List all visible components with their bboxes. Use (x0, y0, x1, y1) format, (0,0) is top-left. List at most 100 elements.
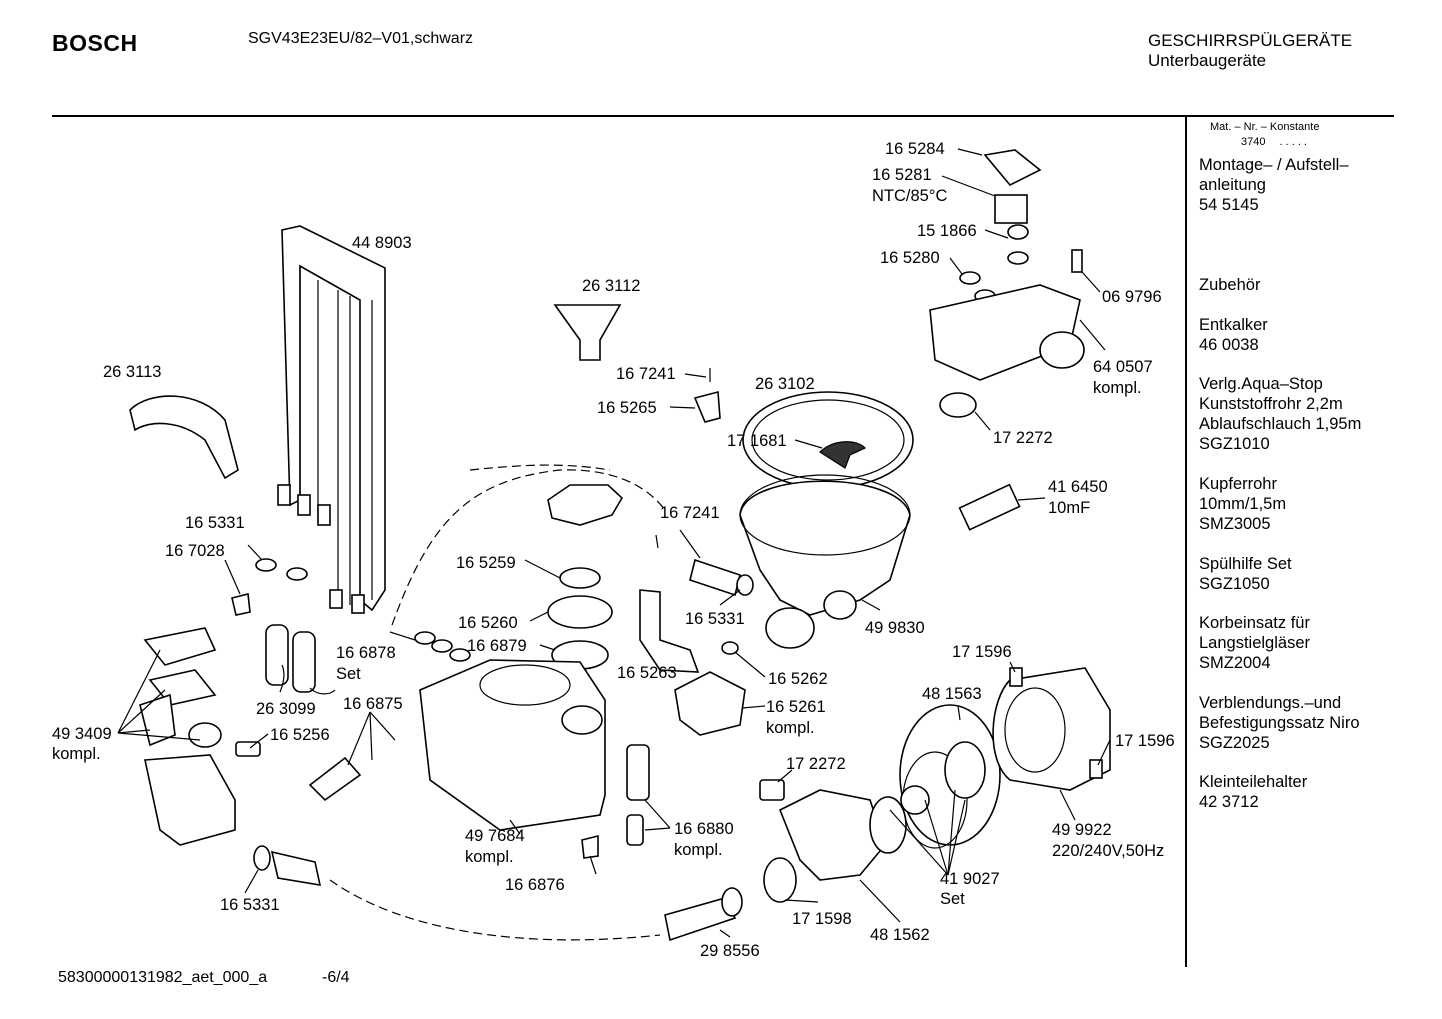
part-label: 16 5281 (872, 166, 932, 184)
screw-part (655, 534, 659, 549)
small-part (431, 639, 453, 653)
category-subtitle: Unterbaugeräte (1148, 51, 1267, 70)
part-label: 16 5331 (220, 896, 280, 914)
sump-outlet (765, 607, 815, 649)
sidebar-divider (1185, 117, 1187, 967)
part-label: 16 5331 (685, 610, 745, 628)
sidebar-line: Verlg.Aqua–Stop (1199, 375, 1323, 393)
hose-clamp-part (939, 392, 977, 418)
part-label: 17 1596 (952, 643, 1012, 661)
sidebar-group-kleinteile: Kleinteilehalter 42 3712 (1199, 772, 1431, 812)
part-label: 16 5261 (766, 698, 826, 716)
mat-title: Mat. – Nr. – Konstante (1210, 121, 1320, 133)
sidebar-line: SGZ2025 (1199, 734, 1270, 752)
leader-lines (117, 148, 1111, 938)
part-label: 17 1596 (1115, 732, 1175, 750)
pump-impeller (869, 796, 907, 854)
seal-ring (559, 567, 601, 589)
small-part (721, 641, 739, 655)
sidebar-line: Verblendungs.–und (1199, 694, 1342, 712)
seal-ring (721, 887, 743, 917)
mat-dots: . . . . . (1279, 136, 1307, 148)
document-id: 58300000131982_aet_000_a (58, 969, 268, 986)
ring-part (547, 595, 613, 629)
funnel-part (553, 304, 622, 361)
sidebar-line: Befestigungssatz Niro (1199, 714, 1360, 732)
sump-part (739, 480, 911, 616)
part-label: 16 5331 (185, 514, 245, 532)
float-part (626, 744, 650, 801)
model-number: SGV43E23EU/82–V01,schwarz (248, 30, 474, 47)
part-label: 26 3112 (582, 277, 640, 295)
part-label: 17 1598 (792, 910, 852, 928)
dashed-assembly-path (469, 464, 611, 471)
hose-part (689, 558, 741, 597)
part-label: 16 6876 (505, 876, 565, 894)
part-label: 26 3113 (103, 363, 161, 381)
sidebar-group-korbeinsatz: Korbeinsatz für Langstielgläser SMZ2004 (1199, 613, 1431, 673)
exploded-parts-diagram: 16 5284 16 5281 NTC/85°C 15 1866 16 5280… (52, 140, 1175, 960)
sidebar-line: Zubehör (1199, 276, 1261, 294)
seal-ring (1007, 224, 1029, 240)
sidebar-line: 46 0038 (1199, 336, 1259, 354)
sidebar-line: Entkalker (1199, 316, 1268, 334)
seal-ring (959, 271, 981, 285)
part-label: 49 7684 (465, 827, 525, 845)
drain-pump-part (778, 789, 886, 881)
sidebar-line: 42 3712 (1199, 793, 1259, 811)
seal-ring (253, 845, 271, 871)
sidebar-line: Kleinteilehalter (1199, 773, 1308, 791)
header-rule (52, 115, 1394, 117)
sidebar-line: anleitung (1199, 176, 1266, 194)
part-label: 17 1681 (727, 432, 787, 450)
cover-part (129, 395, 239, 480)
circulation-pump-part (992, 667, 1111, 791)
part-label: 64 0507 (1093, 358, 1153, 376)
category-block: GESCHIRRSPÜLGERÄTE Unterbaugeräte (1148, 31, 1352, 71)
clip-part (693, 390, 721, 423)
hose-part (664, 897, 737, 942)
sidebar-line: Korbeinsatz für (1199, 614, 1310, 632)
part-label: 16 6878 (336, 644, 396, 662)
hose-part (270, 850, 322, 886)
sidebar-group-entkalker: Entkalker 46 0038 (1199, 315, 1431, 355)
part-label: kompl. (52, 745, 101, 763)
part-label: kompl. (1093, 379, 1142, 397)
nut-part (547, 484, 624, 526)
ntc-sensor-part (994, 194, 1028, 224)
sidebar-line: Langstielgläser (1199, 634, 1310, 652)
part-label: 16 5259 (456, 554, 516, 572)
sidebar-group-kupferrohr: Kupferrohr 10mm/1,5m SMZ3005 (1199, 474, 1431, 534)
aquastop-part (143, 627, 217, 666)
sensor-cap-part (983, 149, 1042, 186)
sidebar-group-aquastop: Verlg.Aqua–Stop Kunststoffrohr 2,2m Abla… (1199, 374, 1431, 454)
part-label: 16 7028 (165, 542, 225, 560)
seal-ring (286, 567, 308, 581)
part-label: 16 5256 (270, 726, 330, 744)
valve-insert-part (308, 756, 362, 802)
part-label: 29 8556 (700, 942, 760, 960)
bracket-part (639, 589, 700, 673)
sidebar-line: SGZ1010 (1199, 435, 1270, 453)
sidebar-group-montage: Montage– / Aufstell– anleitung 54 5145 (1199, 155, 1431, 215)
sidebar-line: Kunststoffrohr 2,2m (1199, 395, 1343, 413)
valve-part (144, 754, 236, 846)
sidebar-line: Ablaufschlauch 1,95m (1199, 415, 1362, 433)
sidebar-line: SGZ1050 (1199, 575, 1270, 593)
part-label: 17 2272 (786, 755, 846, 773)
aquastop-part (188, 722, 222, 748)
spray-tube-part (277, 225, 386, 614)
part-label: 16 5260 (458, 614, 518, 632)
float-part (626, 814, 644, 846)
part-label: 49 9922 (1052, 821, 1112, 839)
mat-number: 3740. . . . . (1210, 135, 1319, 150)
part-label: 16 6879 (467, 637, 527, 655)
part-label: Set (336, 665, 361, 683)
part-label: 17 2272 (993, 429, 1053, 447)
spring-part (265, 624, 289, 686)
sidebar-line: 10mm/1,5m (1199, 495, 1287, 513)
sidebar-line: Montage– / Aufstell– (1199, 156, 1349, 174)
clip-part (1009, 667, 1023, 687)
sidebar-line: Kupferrohr (1199, 475, 1277, 493)
tank-top-opening (479, 664, 571, 706)
